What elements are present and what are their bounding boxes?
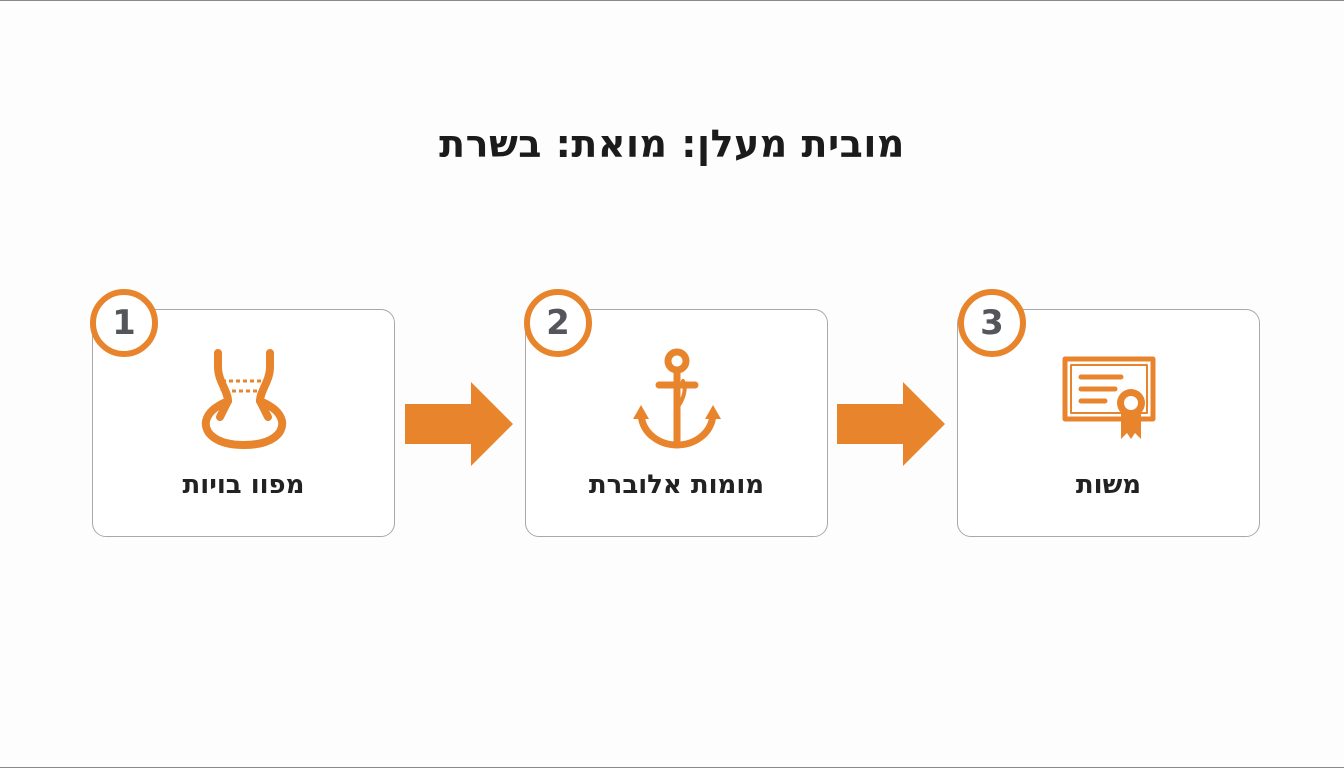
diagram-title: מובית מעלן: מואת: בשרת [439, 122, 905, 166]
step-card-3: משות [957, 309, 1260, 537]
arrow-right-icon [405, 382, 515, 470]
top-border [0, 0, 1344, 1]
step-label-2: מומות אלוברת [588, 470, 765, 500]
arrow-right-icon [837, 382, 947, 470]
certificate-icon [958, 342, 1259, 462]
step-number-badge-3: 3 [958, 289, 1026, 357]
step-label-3: משות [1075, 470, 1142, 500]
step-number-badge-1: 1 [90, 289, 158, 357]
safety-harness-icon [93, 342, 394, 462]
step-card-1: מפוו בויות [92, 309, 395, 537]
step-label-1: מפוו בויות [182, 470, 305, 500]
step-number-badge-2: 2 [524, 289, 592, 357]
anchor-icon [526, 342, 827, 462]
